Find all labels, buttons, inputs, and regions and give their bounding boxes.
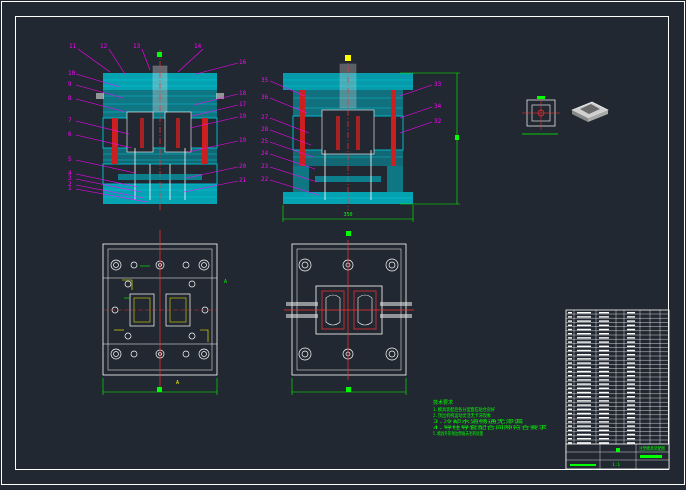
callout-number: 2 xyxy=(68,181,72,188)
tech-note-line: 3.冷却水道畅通无渗漏 xyxy=(433,418,524,425)
callout-number: 28 xyxy=(261,126,269,133)
callout-number: 11 xyxy=(69,43,77,50)
callout-number: 23 xyxy=(261,163,269,170)
side-section-view[interactable]: 350 35 36 27 28 25 24 23 22 33 34 32 xyxy=(261,55,460,236)
callout-number: 13 xyxy=(133,43,141,50)
callout-number: 18 xyxy=(239,90,247,97)
isometric-part-icon xyxy=(571,101,609,122)
callout-number: 27 xyxy=(261,114,269,121)
callout-number: 33 xyxy=(434,81,442,88)
tech-note-line: 2.顶出机构运动灵活无卡滞现象 xyxy=(433,412,491,419)
callout-number: 35 xyxy=(261,77,269,84)
drawing-title: 注塑模具装配图 xyxy=(639,445,665,452)
callout-number: 19 xyxy=(239,137,247,144)
front-guide-pillar-right xyxy=(202,118,208,164)
callout-number: 25 xyxy=(261,138,269,145)
callout-number: 5 xyxy=(68,156,72,163)
callout-number: 9 xyxy=(68,81,72,88)
side-center-marker xyxy=(345,55,351,61)
callout-number: 16 xyxy=(239,59,247,66)
svg-text:A: A xyxy=(224,279,227,285)
callout-number: 6 xyxy=(68,131,72,138)
callout-number: 4 xyxy=(68,170,72,177)
callout-number: 36 xyxy=(261,94,269,101)
callout-number: 22 xyxy=(261,176,269,183)
callout-number: 24 xyxy=(261,150,269,157)
callout-number: 20 xyxy=(239,163,247,170)
svg-text:A: A xyxy=(176,380,179,386)
molded-part-icon xyxy=(522,96,560,135)
tech-note-line: 4.导柱导套配合间隙符合要求 xyxy=(433,424,548,431)
callout-number: 32 xyxy=(434,118,442,125)
bom-table[interactable] xyxy=(565,309,670,470)
callout-number: 3 xyxy=(68,175,72,182)
callout-number: 19 xyxy=(239,113,247,120)
front-guide-pillar-left xyxy=(112,118,118,164)
fixed-half-plan-view[interactable]: A A xyxy=(102,230,227,395)
callout-number: 17 xyxy=(239,101,247,108)
tech-notes-heading: 技术要求 xyxy=(433,399,453,406)
callout-number: 14 xyxy=(194,43,202,50)
inner-frame xyxy=(15,16,669,470)
callout-number: 10 xyxy=(68,70,76,77)
callout-number: 34 xyxy=(434,103,442,110)
tech-note-line: 1.模具装配后各分型面应贴合良好 xyxy=(433,406,495,413)
callout-number: 1 xyxy=(68,185,72,192)
title-block[interactable]: 注塑模具装配图 1:1 xyxy=(565,443,670,470)
moving-half-plan-view[interactable] xyxy=(284,240,414,395)
drawing-scale: 1:1 xyxy=(612,462,620,468)
tech-note-line: 5.模具外形锐边倒角去毛刺处理 xyxy=(433,430,483,437)
front-center-marker xyxy=(157,52,162,57)
callout-number: 21 xyxy=(239,177,247,184)
side-width-dimension: 350 xyxy=(343,212,352,218)
callout-number: 8 xyxy=(68,95,72,102)
callout-number: 7 xyxy=(68,117,72,124)
technical-requirements: 技术要求 1.模具装配后各分型面应贴合良好 2.顶出机构运动灵活无卡滞现象 3.… xyxy=(433,399,548,437)
callout-number: 12 xyxy=(100,43,108,50)
